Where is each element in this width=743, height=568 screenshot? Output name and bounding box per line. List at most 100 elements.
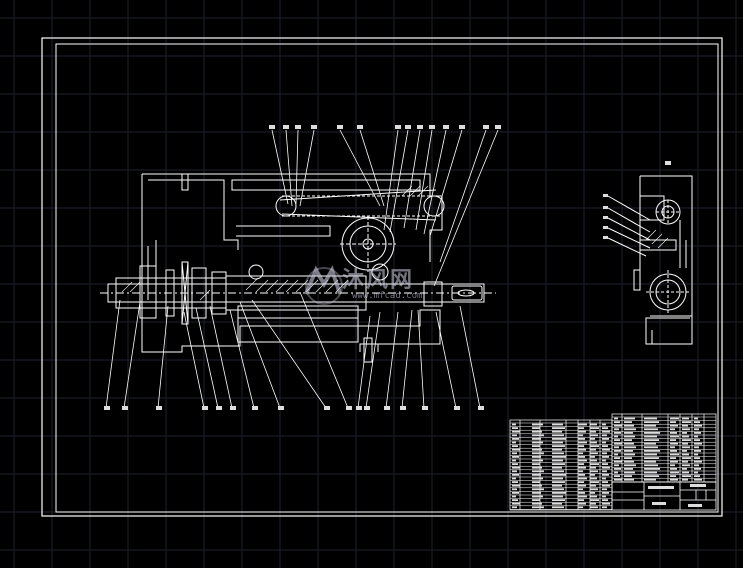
table-cell-text <box>590 484 596 487</box>
table-cell-text <box>512 470 517 473</box>
table-cell-text <box>682 442 688 445</box>
table-cell-text <box>694 428 699 431</box>
table-cell-text <box>590 445 599 447</box>
table-cell-text <box>512 438 519 440</box>
table-cell-text <box>644 417 657 420</box>
table-cell-text <box>552 427 565 429</box>
item-tag <box>429 125 435 129</box>
table-cell-text <box>624 439 632 441</box>
table-cell-text <box>624 478 634 481</box>
table-cell-text <box>670 435 679 438</box>
item-tag <box>603 216 608 219</box>
item-tag <box>104 406 110 410</box>
table-cell-text <box>532 495 543 498</box>
item-tag <box>459 125 465 129</box>
item-tag <box>252 406 258 410</box>
table-cell-text <box>602 466 610 469</box>
table-cell-text <box>670 460 678 463</box>
item-tag <box>384 406 390 410</box>
table-cell-text <box>532 438 541 440</box>
leader-lines-bottom <box>105 291 481 409</box>
table-cell-text <box>512 423 516 426</box>
table-cell-text <box>682 464 690 467</box>
table-cell-text <box>624 471 635 474</box>
table-cell-text <box>590 488 598 491</box>
table-cell-text <box>624 468 633 470</box>
table-cell-text <box>552 488 564 491</box>
table-cell-text <box>532 423 543 426</box>
table-cell-text <box>590 466 596 469</box>
table-cell-text <box>532 477 543 480</box>
table-cell-text <box>578 502 586 505</box>
table-cell-text <box>590 470 598 473</box>
item-tag <box>603 194 608 197</box>
table-cell-text <box>614 457 620 459</box>
table-cell-text <box>590 463 599 465</box>
table-cell-text <box>512 477 516 480</box>
table-cell-text <box>682 439 691 441</box>
table-cell-text <box>624 424 634 427</box>
table-cell-text <box>670 464 675 467</box>
table-cell-text <box>644 460 656 463</box>
item-tag <box>364 406 370 410</box>
item-tag <box>230 406 236 410</box>
table-cell-text <box>614 475 620 477</box>
table-cell-text <box>552 484 562 487</box>
item-tag <box>443 125 449 129</box>
item-tag <box>202 406 208 410</box>
item-tag <box>278 406 284 410</box>
table-cell-text <box>578 492 585 494</box>
table-cell-text <box>602 456 609 458</box>
table-cell-text <box>644 453 657 456</box>
item-tag <box>454 406 460 410</box>
table-cell-text <box>552 430 562 433</box>
inner-frame <box>55 43 719 513</box>
table-cell-text <box>614 439 620 441</box>
table-cell-text <box>644 478 656 481</box>
table-cell-text <box>512 445 518 447</box>
table-cell-text <box>682 432 687 434</box>
table-cell-text <box>602 470 607 473</box>
item-tag <box>156 406 162 410</box>
table-cell-text <box>694 478 702 481</box>
table-cell-text <box>682 450 687 452</box>
item-tag <box>483 125 489 129</box>
table-cell-text <box>624 421 632 423</box>
table-cell-text <box>578 423 587 426</box>
item-tag <box>346 406 352 410</box>
table-cell-text <box>578 459 587 462</box>
table-cell-text <box>552 466 562 469</box>
table-cell-text <box>552 456 566 458</box>
item-tag <box>356 406 362 410</box>
table-cell-text <box>682 446 690 449</box>
table-cell-text <box>694 464 699 467</box>
table-cell-text <box>602 423 606 426</box>
table-cell-text <box>614 432 621 434</box>
table-cell-text <box>532 463 540 465</box>
table-cell-text <box>694 421 700 423</box>
table-cell-text <box>590 448 596 451</box>
table-cell-text <box>552 441 563 444</box>
table-cell-text <box>670 446 675 449</box>
table-cell-text <box>590 495 597 498</box>
item-tag <box>295 125 301 129</box>
table-cell-text <box>512 481 518 483</box>
table-cell-text <box>624 435 635 438</box>
table-cell-text <box>552 470 564 473</box>
table-cell-text <box>512 488 517 491</box>
table-cell-text <box>590 434 598 437</box>
table-cell-text <box>602 452 607 455</box>
table-cell-text <box>682 428 690 431</box>
item-tag <box>417 125 423 129</box>
table-cell-text <box>590 481 599 483</box>
table-cell-text <box>578 463 584 465</box>
item-tag <box>478 406 484 410</box>
table-cell-text <box>644 421 659 423</box>
table-cell-text <box>614 435 618 438</box>
outer-frame <box>41 37 723 517</box>
table-cell-text <box>682 468 687 470</box>
table-cell-text <box>670 428 675 431</box>
parts-list-left <box>509 419 613 511</box>
table-cell-text <box>552 445 565 447</box>
table-cell-text <box>578 452 583 455</box>
